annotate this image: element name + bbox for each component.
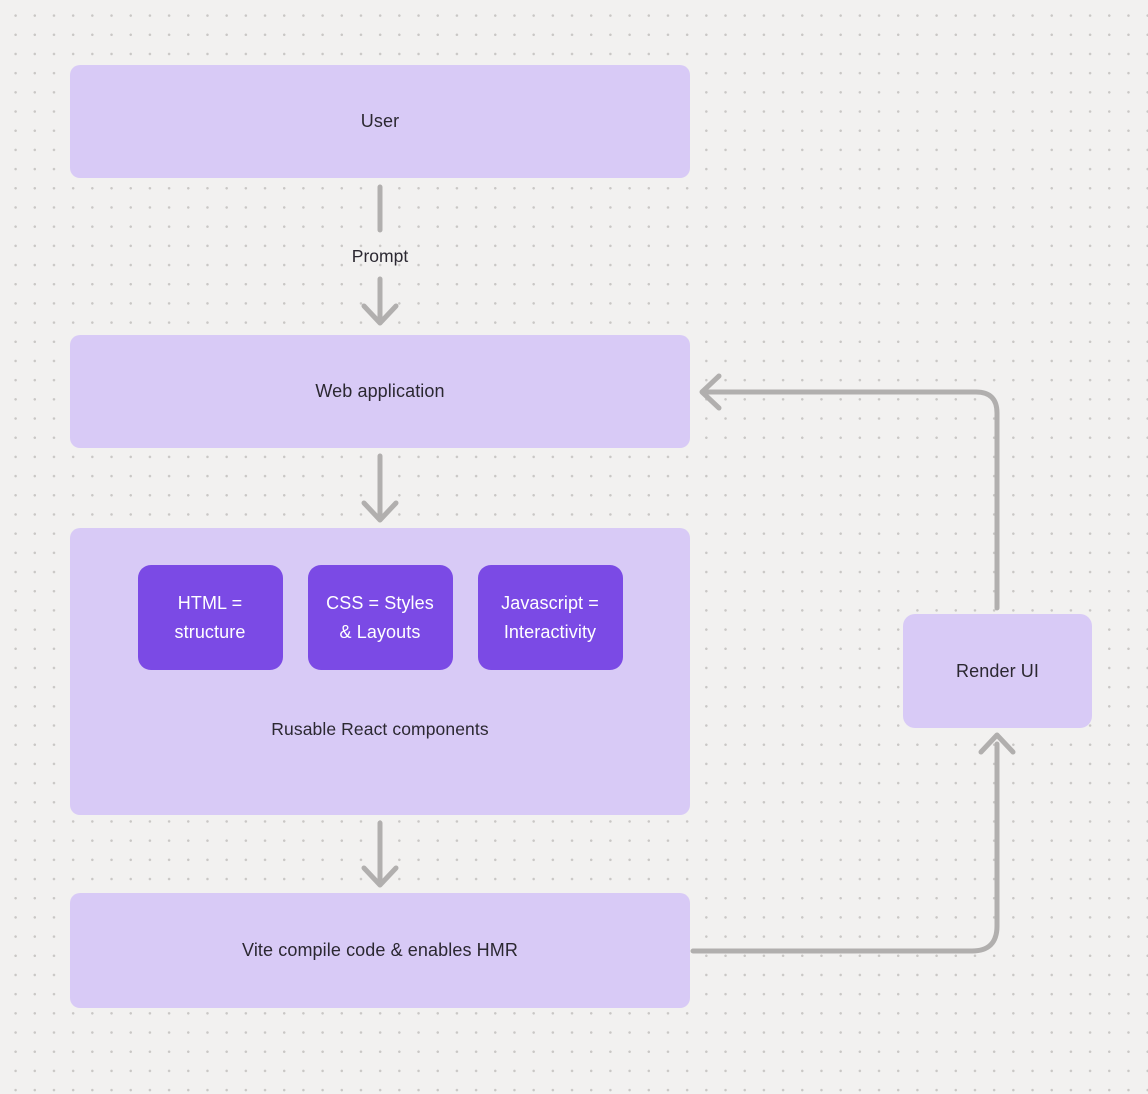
node-vite-label: Vite compile code & enables HMR — [242, 940, 518, 960]
node-user-label: User — [360, 111, 400, 131]
edge-line — [705, 389, 1000, 611]
node-css: CSS = Styles & Layouts — [307, 565, 453, 670]
arrowhead-down-icon — [361, 303, 399, 326]
node-html-label: HTML = structure — [174, 592, 246, 642]
arrowhead-left-icon — [699, 373, 722, 411]
edge-line — [690, 741, 1000, 954]
edge-web-application-to-components — [361, 453, 399, 523]
node-vite: Vite compile code & enables HMR — [70, 893, 690, 1008]
node-render-ui-label: Render UI — [956, 660, 1039, 681]
edge-label-prompt: Prompt — [351, 246, 409, 266]
edge-prompt-to-web-application — [361, 276, 399, 326]
node-web-application-label: Web application — [315, 381, 445, 401]
node-javascript-label: Javascript = Interactivity — [501, 592, 599, 642]
arrowhead-up-icon — [978, 732, 1016, 755]
edge-vite-to-render-ui — [690, 732, 1016, 954]
node-user: User — [70, 65, 690, 178]
node-components-container: HTML = structure CSS = Styles & Layouts … — [70, 528, 690, 815]
arrowhead-down-icon — [361, 500, 399, 523]
edge-render-ui-to-web-application — [699, 373, 1000, 611]
node-html: HTML = structure — [137, 565, 283, 670]
components-caption: Rusable React components — [271, 719, 489, 739]
node-web-application: Web application — [70, 335, 690, 448]
node-javascript: Javascript = Interactivity — [477, 565, 623, 670]
components-row: HTML = structure CSS = Styles & Layouts … — [70, 565, 690, 670]
node-css-label: CSS = Styles & Layouts — [326, 592, 434, 642]
node-render-ui: Render UI — [903, 614, 1092, 728]
arrowhead-down-icon — [361, 865, 399, 888]
edge-components-to-vite — [361, 820, 399, 888]
